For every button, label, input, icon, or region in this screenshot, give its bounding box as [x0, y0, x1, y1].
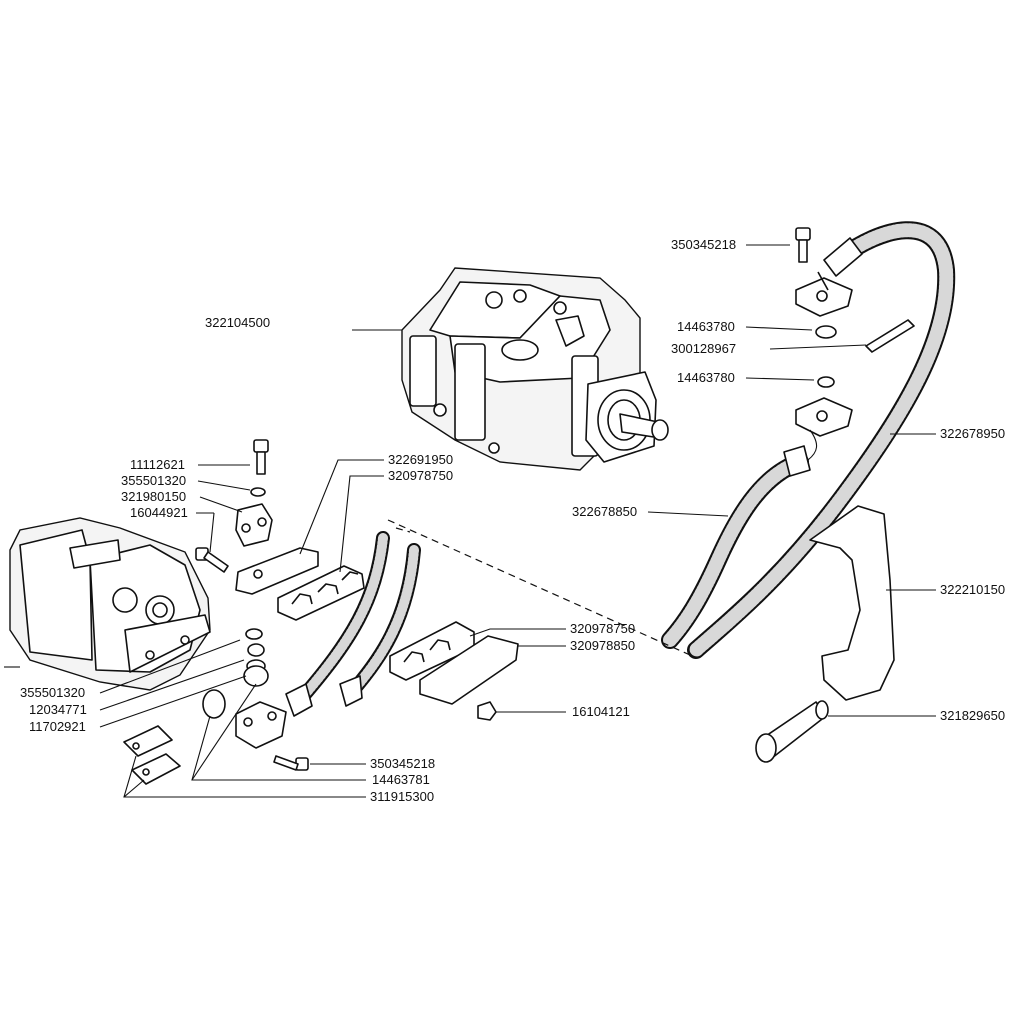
label-14463781: 14463781	[372, 772, 430, 787]
label-14463780-mid: 14463780	[677, 370, 735, 385]
pin-300128967	[865, 319, 915, 353]
dashed-assembly-line-2	[395, 527, 411, 533]
label-16104121: 16104121	[572, 704, 630, 719]
lower-washers-and-nut	[243, 628, 269, 687]
screw-350345218-lower	[273, 755, 309, 771]
label-12034771: 12034771	[29, 702, 87, 717]
bracket-321980150	[235, 503, 273, 547]
label-300128967: 300128967	[671, 341, 736, 356]
oring-14463781	[202, 689, 226, 719]
oring-14463780-top	[815, 325, 837, 339]
grip-321829650	[755, 700, 829, 763]
flange-halves-311915300	[123, 725, 181, 785]
label-16044921: 16044921	[130, 505, 188, 520]
clamp-block-320978750-upper	[277, 565, 365, 621]
label-350345218-top: 350345218	[671, 237, 736, 252]
screw-350345218-top	[795, 227, 811, 263]
label-321829650: 321829650	[940, 708, 1005, 723]
flange-fitting-lower	[235, 701, 287, 749]
clamp-plate-320978850	[419, 635, 519, 705]
label-311915300: 311915300	[370, 789, 434, 804]
washer-355501320-top	[250, 487, 266, 497]
label-322104500: 322104500	[205, 315, 270, 330]
label-350345218-bottom: 350345218	[370, 756, 435, 771]
label-322678850: 322678850	[572, 504, 637, 519]
label-320978850: 320978850	[570, 638, 635, 653]
flange-fitting-middle	[795, 397, 853, 437]
leader-lines	[99, 244, 936, 798]
flange-fitting-upper	[795, 277, 853, 317]
label-321980150: 321980150	[121, 489, 186, 504]
label-355501320-top: 355501320	[121, 473, 186, 488]
label-11702921: 11702921	[29, 719, 86, 734]
guard-322210150	[809, 505, 895, 701]
label-320978750-lower: 320978750	[570, 621, 635, 636]
hose-322678950-long	[687, 221, 956, 659]
bolt-16044921	[195, 547, 229, 573]
bracket-322691950	[235, 547, 319, 595]
label-322678950: 322678950	[940, 426, 1005, 441]
oring-14463780-mid	[817, 376, 835, 388]
label-14463780-top: 14463780	[677, 319, 735, 334]
lower-hose-pair	[285, 531, 421, 717]
nut-16104121	[477, 701, 497, 721]
hydraulic-motor	[4, 517, 211, 691]
label-320978750-upper: 320978750	[388, 468, 453, 483]
label-355501320-bottom: 355501320	[20, 685, 85, 700]
part-number-labels: 322104500 11112621 355501320 321980150 1…	[20, 237, 1005, 804]
label-322691950: 322691950	[388, 452, 453, 467]
bolt-11112621	[253, 439, 269, 475]
label-11112621: 11112621	[130, 457, 185, 472]
hose-322678850-short	[661, 429, 818, 649]
label-322210150: 322210150	[940, 582, 1005, 597]
main-hydraulic-pump	[352, 267, 669, 471]
